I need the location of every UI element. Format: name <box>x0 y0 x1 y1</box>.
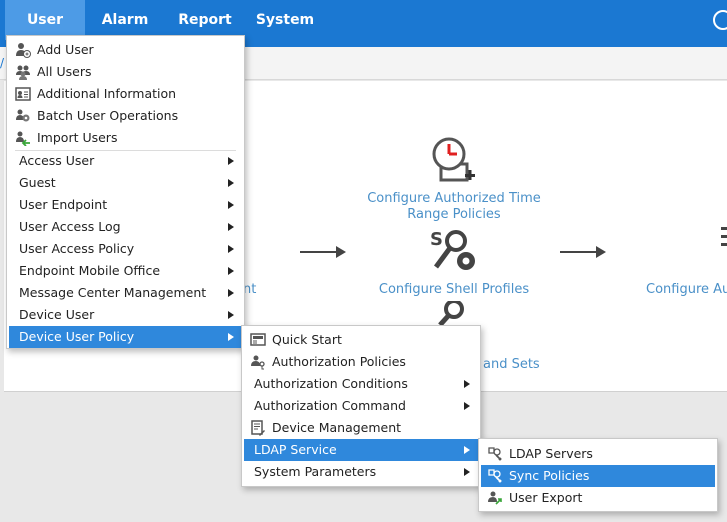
menu-item-quick-start[interactable]: Quick Start <box>244 329 478 351</box>
menu-item-endpoint-mobile-office[interactable]: Endpoint Mobile Office <box>9 260 242 282</box>
chevron-right-icon <box>228 267 234 275</box>
nav-alarm[interactable]: Alarm <box>101 12 149 28</box>
chevron-right-icon <box>464 380 470 388</box>
ldap-service-menu: LDAP Servers Sync Policies User Export <box>478 438 718 512</box>
shell-profile-icon: S <box>430 229 475 270</box>
menu-item-batch-user-operations[interactable]: Batch User Operations <box>9 105 242 127</box>
shell-profiles-label[interactable]: Configure Shell Profiles <box>378 282 530 297</box>
menu-item-add-user[interactable]: Add User <box>9 39 242 61</box>
menu-item-ldap-service[interactable]: LDAP Service <box>244 439 478 461</box>
batch-users-icon <box>16 109 30 122</box>
add-user-icon <box>16 43 31 58</box>
quick-start-icon <box>250 333 266 346</box>
chevron-right-icon <box>228 311 234 319</box>
menu-item-guest[interactable]: Guest <box>9 172 242 194</box>
svg-text:S: S <box>430 229 443 250</box>
ldap-servers-icon <box>488 447 502 461</box>
chevron-right-icon <box>228 289 234 297</box>
menu-item-message-center-management[interactable]: Message Center Management <box>9 282 242 304</box>
menu-item-user-access-policy[interactable]: User Access Policy <box>9 238 242 260</box>
menu-separator <box>15 150 236 151</box>
flow-arrow <box>300 246 346 258</box>
menu-item-user-export[interactable]: User Export <box>481 487 715 509</box>
flow-arrow <box>560 246 606 258</box>
nav-system[interactable]: System <box>255 12 315 28</box>
breadcrumb[interactable]: / <box>0 56 5 70</box>
device-management-icon <box>251 420 265 436</box>
chevron-right-icon <box>228 201 234 209</box>
chevron-right-icon <box>228 245 234 253</box>
menu-item-sync-policies[interactable]: Sync Policies <box>481 465 715 487</box>
import-users-icon <box>16 131 30 146</box>
menu-item-user-access-log[interactable]: User Access Log <box>9 216 242 238</box>
user-export-icon <box>488 491 502 505</box>
next-step-label[interactable]: Configure Au <box>646 282 727 297</box>
chevron-right-icon <box>464 402 470 410</box>
menu-item-import-users[interactable]: Import Users <box>9 127 242 149</box>
clock-icon <box>432 137 475 182</box>
menu-item-authorization-command[interactable]: Authorization Command <box>244 395 478 417</box>
key-icon <box>438 301 464 325</box>
menu-item-user-endpoint[interactable]: User Endpoint <box>9 194 242 216</box>
nav-user[interactable]: User <box>5 0 85 40</box>
menu-item-all-users[interactable]: All Users <box>9 61 242 83</box>
menu-item-device-user[interactable]: Device User <box>9 304 242 326</box>
all-users-icon <box>16 65 30 80</box>
chevron-right-icon <box>228 157 234 165</box>
user-profile-icon[interactable] <box>713 10 727 30</box>
menu-item-device-management[interactable]: Device Management <box>244 417 478 439</box>
authorization-policies-icon <box>251 355 265 370</box>
chevron-right-icon <box>228 179 234 187</box>
nav-report[interactable]: Report <box>178 12 232 28</box>
menu-item-access-user[interactable]: Access User <box>9 150 242 172</box>
list-icon <box>721 227 727 230</box>
menu-item-authorization-policies[interactable]: Authorization Policies <box>244 351 478 373</box>
menu-item-authorization-conditions[interactable]: Authorization Conditions <box>244 373 478 395</box>
menu-item-device-user-policy[interactable]: Device User Policy <box>9 326 242 348</box>
chevron-right-icon <box>228 223 234 231</box>
list-icon-line <box>721 235 727 238</box>
menu-item-ldap-servers[interactable]: LDAP Servers <box>481 443 715 465</box>
menu-item-additional-information[interactable]: Additional Information <box>9 83 242 105</box>
list-icon-line <box>721 243 727 246</box>
chevron-right-icon <box>464 468 470 476</box>
chevron-right-icon <box>464 446 470 454</box>
command-sets-label[interactable]: and Sets <box>483 357 540 372</box>
previous-step-label[interactable]: nt <box>243 282 257 297</box>
sync-policies-icon <box>488 469 502 483</box>
user-menu: Add User All Users Additional Informatio… <box>6 35 245 349</box>
time-range-policies-label[interactable]: Configure Authorized Time Range Policies <box>367 191 541 222</box>
menu-item-system-parameters[interactable]: System Parameters <box>244 461 478 483</box>
chevron-right-icon <box>228 333 234 341</box>
id-card-icon <box>15 87 31 101</box>
device-user-policy-menu: Quick Start Authorization Policies Autho… <box>241 325 481 487</box>
